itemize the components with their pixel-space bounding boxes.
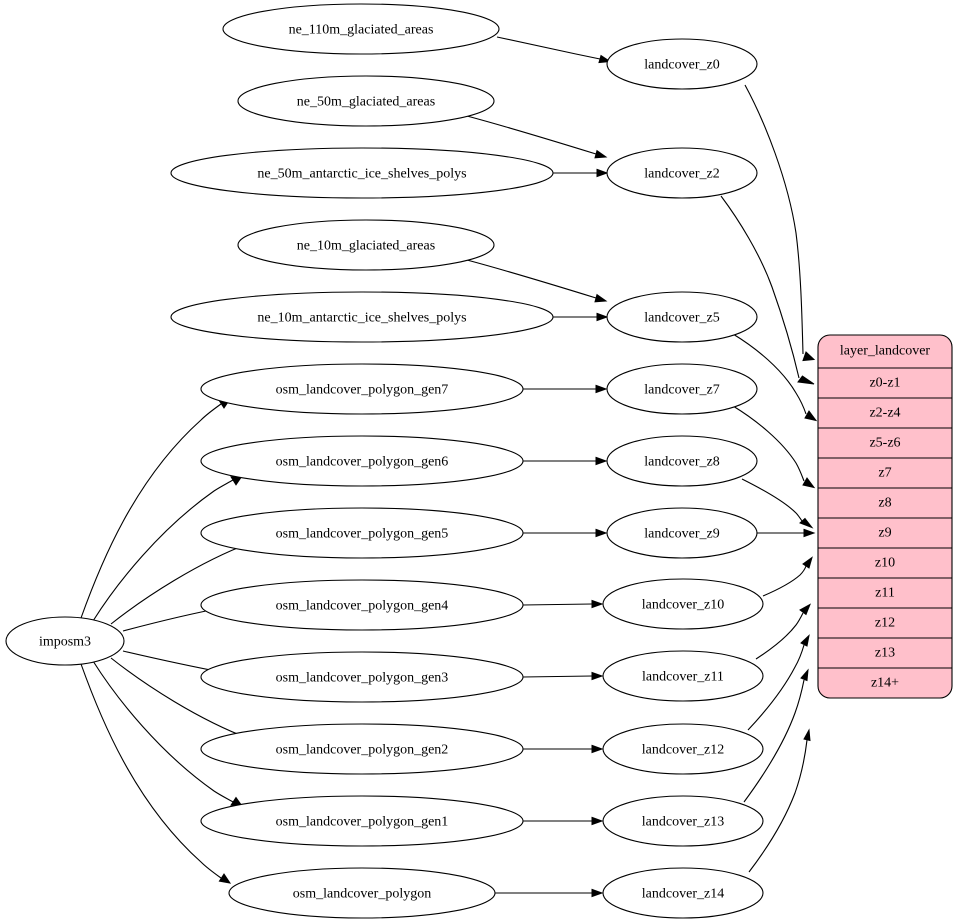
node-landcover-z2-label: landcover_z2	[644, 167, 719, 182]
node-osm-landcover-polygon-gen4[interactable]: osm_landcover_polygon_gen4	[200, 579, 524, 631]
edge-imposm3-to-gen7	[80, 398, 232, 619]
node-osm-landcover-polygon[interactable]: osm_landcover_polygon	[228, 867, 496, 919]
edge-gen7-to-z7	[523, 384, 608, 394]
node-osm-landcover-polygon-gen5-label: osm_landcover_polygon_gen5	[276, 527, 449, 542]
node-landcover-z12[interactable]: landcover_z12	[602, 723, 764, 775]
node-landcover-z7-label: landcover_z7	[644, 383, 719, 398]
node-landcover-z12-label: landcover_z12	[642, 743, 724, 758]
node-ne-110m-glaciated-areas-label: ne_110m_glaciated_areas	[289, 23, 434, 38]
record-row-z14plus[interactable]: z14+	[871, 676, 899, 691]
node-landcover-z13[interactable]: landcover_z13	[602, 795, 764, 847]
node-osm-landcover-polygon-label: osm_landcover_polygon	[293, 887, 431, 902]
edge-gen4-to-z10	[522, 599, 604, 609]
node-ne-50m-antarctic-ice-shelves-polys[interactable]: ne_50m_antarctic_ice_shelves_polys	[170, 147, 554, 199]
node-imposm3[interactable]: imposm3	[5, 616, 125, 666]
node-osm-landcover-polygon-gen2[interactable]: osm_landcover_polygon_gen2	[200, 723, 524, 775]
node-imposm3-label: imposm3	[39, 635, 91, 650]
edge-ne50glac-to-z2	[466, 115, 608, 159]
node-osm-landcover-polygon-gen3[interactable]: osm_landcover_polygon_gen3	[200, 651, 524, 703]
node-landcover-z9[interactable]: landcover_z9	[606, 507, 758, 559]
edge-ne50antarctic-to-z2	[553, 168, 609, 178]
record-layer-landcover[interactable]: layer_landcover z0-z1 z2-z4 z5-z6 z7 z8 …	[817, 334, 953, 699]
node-osm-landcover-polygon-gen1-label: osm_landcover_polygon_gen1	[276, 815, 449, 830]
edge-z5-to-row-z5z6	[732, 333, 818, 422]
node-osm-landcover-polygon-gen6-label: osm_landcover_polygon_gen6	[276, 455, 449, 470]
edge-z0-to-row-z0z1	[744, 84, 816, 362]
record-row-z10[interactable]: z10	[875, 556, 895, 571]
node-osm-landcover-polygon-gen1[interactable]: osm_landcover_polygon_gen1	[200, 795, 524, 847]
record-row-z11[interactable]: z11	[875, 586, 895, 601]
edge-ne110-to-z0	[496, 36, 612, 64]
edge-gen1-to-z13	[523, 816, 604, 826]
node-ne-10m-glaciated-areas-label: ne_10m_glaciated_areas	[297, 239, 435, 254]
edge-gen5-to-z9	[523, 528, 608, 538]
record-row-z5-z6[interactable]: z5-z6	[869, 436, 900, 451]
node-osm-landcover-polygon-gen7-label: osm_landcover_polygon_gen7	[276, 383, 449, 398]
node-landcover-z10-label: landcover_z10	[642, 598, 724, 613]
record-row-z13[interactable]: z13	[875, 646, 895, 661]
record-row-z12[interactable]: z12	[875, 616, 895, 631]
edge-z9-to-row-z9	[757, 528, 816, 538]
edge-z14-to-row-z14plus	[748, 728, 811, 873]
record-row-z0-z1[interactable]: z0-z1	[869, 376, 900, 391]
edge-z7-to-row-z7	[732, 405, 816, 489]
node-landcover-z11-label: landcover_z11	[642, 670, 724, 685]
record-header-label: layer_landcover	[840, 344, 931, 359]
record-row-z7[interactable]: z7	[878, 466, 891, 481]
node-osm-landcover-polygon-gen4-label: osm_landcover_polygon_gen4	[276, 599, 449, 614]
node-landcover-z2[interactable]: landcover_z2	[606, 147, 758, 199]
edge-gen2-to-z12	[523, 744, 604, 754]
node-landcover-z10[interactable]: landcover_z10	[602, 578, 764, 630]
node-landcover-z8[interactable]: landcover_z8	[606, 435, 758, 487]
node-ne-50m-antarctic-ice-shelves-polys-label: ne_50m_antarctic_ice_shelves_polys	[257, 167, 466, 182]
node-landcover-z9-label: landcover_z9	[644, 527, 719, 542]
node-landcover-z0-label: landcover_z0	[644, 58, 719, 73]
node-landcover-z5-label: landcover_z5	[644, 311, 719, 326]
edge-z8-to-row-z8	[741, 478, 814, 529]
node-osm-landcover-polygon-gen3-label: osm_landcover_polygon_gen3	[276, 671, 449, 686]
edge-z2-to-row-z2z4	[720, 195, 815, 385]
node-osm-landcover-polygon-gen2-label: osm_landcover_polygon_gen2	[276, 743, 449, 758]
edge-gen6-to-z8	[523, 456, 608, 466]
edge-ne10antarctic-to-z5	[553, 312, 609, 322]
record-row-z9[interactable]: z9	[878, 526, 891, 541]
node-landcover-z13-label: landcover_z13	[642, 815, 724, 830]
node-osm-landcover-polygon-gen7[interactable]: osm_landcover_polygon_gen7	[200, 363, 524, 415]
edge-z10-to-row-z10	[762, 556, 813, 597]
edge-z13-to-row-z13	[743, 668, 809, 803]
node-ne-10m-antarctic-ice-shelves-polys-label: ne_10m_antarctic_ice_shelves_polys	[257, 311, 466, 326]
node-ne-50m-glaciated-areas-label: ne_50m_glaciated_areas	[297, 95, 435, 110]
record-row-z2-z4[interactable]: z2-z4	[869, 406, 900, 421]
node-ne-10m-antarctic-ice-shelves-polys[interactable]: ne_10m_antarctic_ice_shelves_polys	[170, 291, 554, 343]
edge-ne10glac-to-z5	[466, 259, 608, 303]
edge-imposm3-to-polygon	[80, 663, 232, 884]
node-landcover-z0[interactable]: landcover_z0	[606, 38, 758, 90]
node-landcover-z5[interactable]: landcover_z5	[606, 291, 758, 343]
edge-polygon-to-z14	[495, 888, 604, 898]
node-osm-landcover-polygon-gen5[interactable]: osm_landcover_polygon_gen5	[200, 507, 524, 559]
node-landcover-z11[interactable]: landcover_z11	[602, 650, 764, 702]
record-row-z8[interactable]: z8	[878, 496, 891, 511]
edge-gen3-to-z11	[522, 671, 604, 681]
node-ne-50m-glaciated-areas[interactable]: ne_50m_glaciated_areas	[237, 75, 495, 127]
node-osm-landcover-polygon-gen6[interactable]: osm_landcover_polygon_gen6	[200, 435, 524, 487]
edge-z11-to-row-z11	[755, 603, 811, 660]
node-landcover-z14-label: landcover_z14	[642, 887, 724, 902]
node-landcover-z8-label: landcover_z8	[644, 455, 719, 470]
node-landcover-z14[interactable]: landcover_z14	[602, 867, 764, 919]
edge-z12-to-row-z12	[747, 634, 810, 731]
node-ne-10m-glaciated-areas[interactable]: ne_10m_glaciated_areas	[237, 219, 495, 271]
node-landcover-z7[interactable]: landcover_z7	[606, 363, 758, 415]
node-ne-110m-glaciated-areas[interactable]: ne_110m_glaciated_areas	[222, 3, 500, 55]
